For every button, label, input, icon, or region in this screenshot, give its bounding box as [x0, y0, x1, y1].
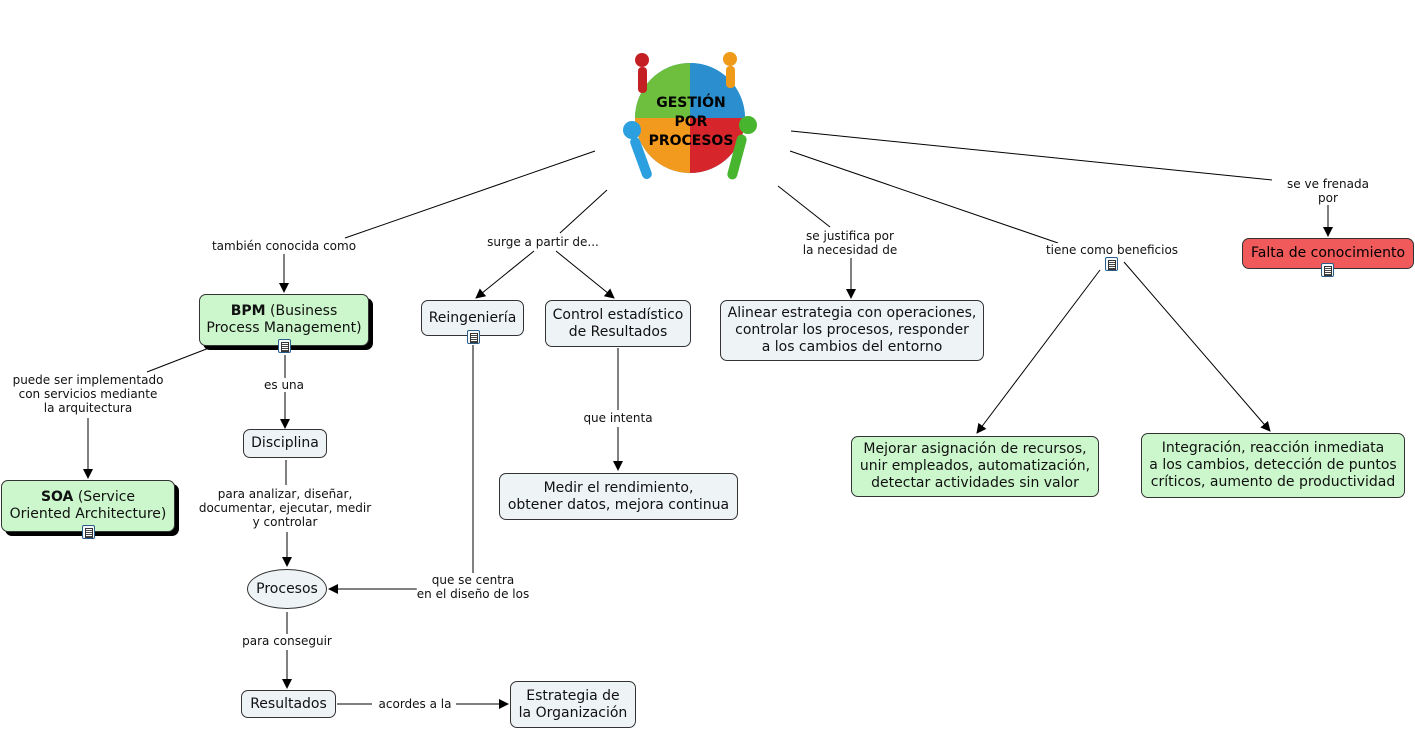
note-icon[interactable]: [467, 330, 480, 344]
label-tiene-como-beneficios: tiene como beneficios: [1045, 243, 1179, 257]
central-logo-image: [623, 52, 757, 180]
node-soa-acronym: SOA: [40, 489, 74, 505]
node-reingenieria-label: Reingeniería: [428, 309, 517, 326]
label-se-justifica-por: se justifica por la necesidad de: [802, 229, 898, 257]
note-icon[interactable]: [82, 525, 95, 539]
label-que-intenta: que intenta: [583, 411, 653, 425]
node-mejorar-asignacion[interactable]: Mejorar asignación de recursos, unir emp…: [851, 436, 1099, 497]
node-resultados[interactable]: Resultados: [241, 690, 336, 718]
label-es-una: es una: [263, 378, 305, 392]
note-icon[interactable]: [1105, 257, 1118, 271]
node-disciplina-label: Disciplina: [251, 435, 319, 451]
node-soa-text: (Service Oriented Architecture): [9, 489, 167, 522]
node-estrategia-label: Estrategia de la Organización: [518, 687, 628, 721]
node-disciplina[interactable]: Disciplina: [243, 429, 327, 458]
node-resultados-label: Resultados: [250, 695, 327, 712]
label-tambien-conocida-como: también conocida como: [211, 239, 357, 253]
node-bpm[interactable]: BPM (Business Process Management): [199, 294, 369, 346]
node-medir-label: Medir el rendimiento, obtener datos, mej…: [507, 479, 730, 513]
label-para-analizar: para analizar, diseñar, documentar, ejec…: [198, 487, 372, 529]
node-alinear-label: Alinear estrategia con operaciones, cont…: [727, 305, 977, 355]
node-mejorar-label: Mejorar asignación de recursos, unir emp…: [859, 441, 1091, 491]
note-icon[interactable]: [1321, 263, 1334, 277]
node-soa[interactable]: SOA (Service Oriented Architecture): [1, 480, 175, 532]
node-falta-label: Falta de conocimiento: [1250, 245, 1406, 261]
node-control-label: Control estadístico de Resultados: [552, 306, 684, 340]
label-se-ve-frenada-por: se ve frenada por: [1284, 177, 1372, 205]
node-integracion-label: Integración, reacción inmediata a los ca…: [1149, 440, 1397, 490]
node-procesos-label: Procesos: [256, 580, 318, 597]
node-estrategia[interactable]: Estrategia de la Organización: [510, 681, 636, 728]
label-puede-ser-implementado: puede ser implementado con servicios med…: [12, 373, 164, 415]
note-icon[interactable]: [278, 339, 291, 353]
node-control-estadistico[interactable]: Control estadístico de Resultados: [545, 300, 691, 347]
node-integracion[interactable]: Integración, reacción inmediata a los ca…: [1141, 433, 1405, 498]
label-surge-a-partir-de: surge a partir de...: [487, 235, 599, 249]
node-bpm-text: (Business Process Management): [206, 303, 362, 336]
label-acordes-a-la: acordes a la: [378, 697, 452, 711]
node-alinear-estrategia[interactable]: Alinear estrategia con operaciones, cont…: [720, 300, 984, 361]
node-medir-rendimiento[interactable]: Medir el rendimiento, obtener datos, mej…: [499, 473, 738, 520]
label-para-conseguir: para conseguir: [242, 634, 332, 648]
central-topic-title[interactable]: GESTIÓN POR PROCESOS: [648, 95, 734, 149]
node-procesos[interactable]: Procesos: [247, 569, 327, 609]
node-bpm-acronym: BPM: [230, 303, 266, 319]
label-que-se-centra: que se centra en el diseño de los: [416, 573, 530, 601]
